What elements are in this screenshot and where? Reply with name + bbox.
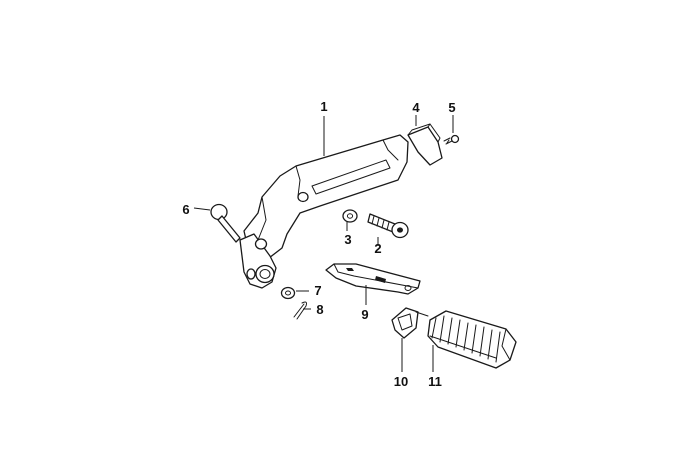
part-4-pad <box>407 123 443 166</box>
callout-11: 11 <box>428 374 442 389</box>
part-2-bolt <box>367 213 409 239</box>
part-3-washer <box>342 209 358 223</box>
callout-2: 2 <box>374 241 381 256</box>
callout-7: 7 <box>314 283 321 298</box>
callout-labels: 1 2 3 4 5 6 7 8 9 10 11 <box>182 99 455 389</box>
callout-10: 10 <box>394 374 408 389</box>
callout-8: 8 <box>316 302 323 317</box>
part-9-plate <box>325 263 421 295</box>
leader-lines <box>193 115 454 372</box>
callout-4: 4 <box>412 100 420 115</box>
callout-9: 9 <box>361 307 368 322</box>
part-11-footpeg <box>427 310 517 369</box>
part-10-clip <box>391 307 429 339</box>
part-1-bracket <box>239 134 409 289</box>
callout-3: 3 <box>344 232 351 247</box>
part-6-pin <box>210 203 241 243</box>
callout-5: 5 <box>448 100 455 115</box>
callout-6: 6 <box>182 202 189 217</box>
part-5-screw <box>443 134 460 145</box>
callout-1: 1 <box>320 99 327 114</box>
part-8-cotter-pin <box>293 301 307 320</box>
part-7-washer <box>280 286 296 300</box>
